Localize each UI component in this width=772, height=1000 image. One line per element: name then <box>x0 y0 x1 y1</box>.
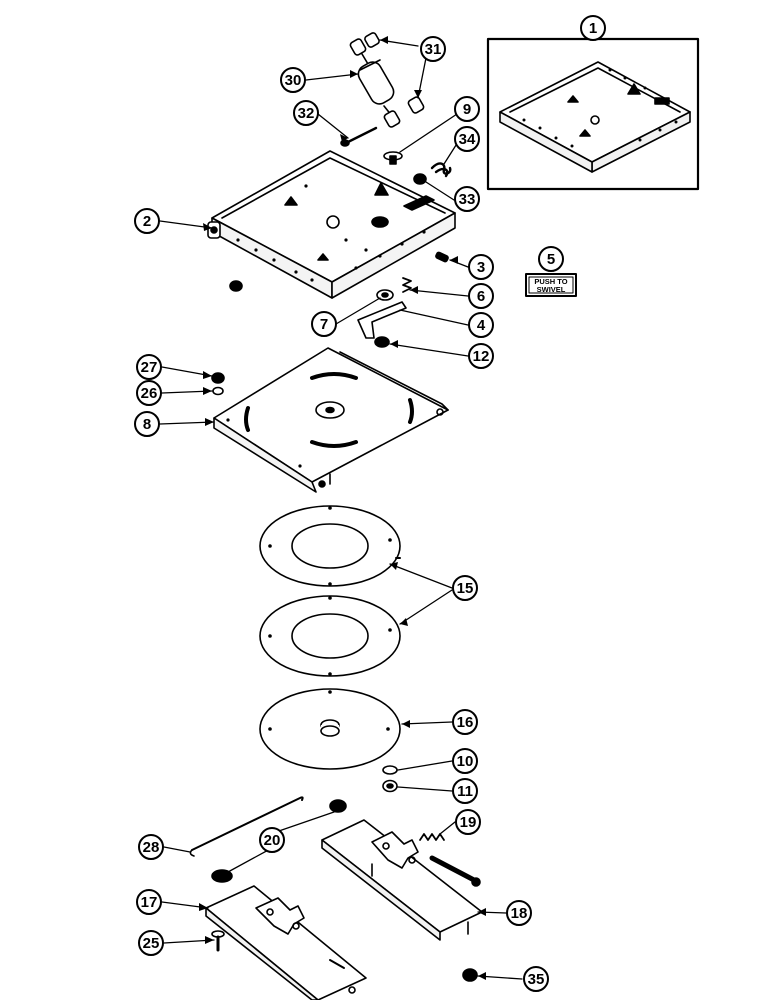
upper-swivel-plate <box>207 150 456 299</box>
callout-label-33: 33 <box>459 191 476 208</box>
inset-plate-assembly <box>499 61 691 173</box>
callout-label-34: 34 <box>459 131 476 148</box>
bumper-20-lower <box>211 869 233 883</box>
callout-label-32: 32 <box>298 105 315 122</box>
shock-absorber <box>349 32 425 128</box>
callout-label-19: 19 <box>460 814 477 831</box>
pin-3 <box>435 251 449 263</box>
callout-label-16: 16 <box>457 714 474 731</box>
callout-circles <box>134 15 606 992</box>
bolt-25 <box>211 930 225 952</box>
nut-11 <box>382 779 398 793</box>
callout-label-10: 10 <box>457 753 474 770</box>
decal-text-line2: SWIVEL <box>537 285 566 294</box>
nut-27 <box>211 372 225 384</box>
callout-label-18: 18 <box>511 905 528 922</box>
callout-label-9: 9 <box>463 101 471 118</box>
arrowheads <box>199 36 486 980</box>
bumper-20-upper <box>329 799 347 813</box>
callout-label-35: 35 <box>528 971 545 988</box>
callout-label-1: 1 <box>589 20 597 37</box>
spring-19 <box>419 833 445 841</box>
callout-label-11: 11 <box>457 783 473 800</box>
callout-label-15: 15 <box>457 580 474 597</box>
left-slide-rail-17 <box>205 885 367 1000</box>
lever-4 <box>357 301 407 339</box>
callout-label-4: 4 <box>477 317 486 334</box>
lower-swivel-plate <box>213 347 449 493</box>
callout-label-17: 17 <box>141 894 158 911</box>
callout-label-3: 3 <box>477 259 485 276</box>
callout-label-20: 20 <box>264 832 281 849</box>
spring-6 <box>402 277 412 293</box>
spring-34 <box>430 162 452 178</box>
nut-left-plate <box>229 280 243 292</box>
callout-label-2: 2 <box>143 213 151 230</box>
rod-28 <box>189 796 304 857</box>
callout-label-28: 28 <box>143 839 160 856</box>
friction-ring-upper <box>259 505 401 587</box>
washer-7 <box>376 289 394 301</box>
callout-label-7: 7 <box>320 316 328 333</box>
callout-label-8: 8 <box>143 416 151 433</box>
callout-label-25: 25 <box>143 935 160 952</box>
washer-10 <box>382 765 398 775</box>
right-slide-rail-18 <box>321 819 483 941</box>
callout-label-27: 27 <box>141 359 158 376</box>
friction-ring-lower <box>259 595 401 677</box>
bushing-33 <box>413 173 427 185</box>
callout-label-5: 5 <box>547 251 555 268</box>
callout-label-26: 26 <box>141 385 158 402</box>
callout-label-31: 31 <box>425 41 442 58</box>
knob-9 <box>383 151 403 165</box>
decal-5 <box>525 273 577 297</box>
decal-text-line1: PUSH TO <box>534 277 567 286</box>
bearing-disc-16 <box>259 688 401 770</box>
nut-35 <box>462 968 478 982</box>
callout-label-12: 12 <box>473 348 490 365</box>
callout-label-30: 30 <box>285 72 302 89</box>
callout-label-6: 6 <box>477 288 485 305</box>
washer-12 <box>374 336 390 348</box>
washer-26 <box>212 386 224 396</box>
